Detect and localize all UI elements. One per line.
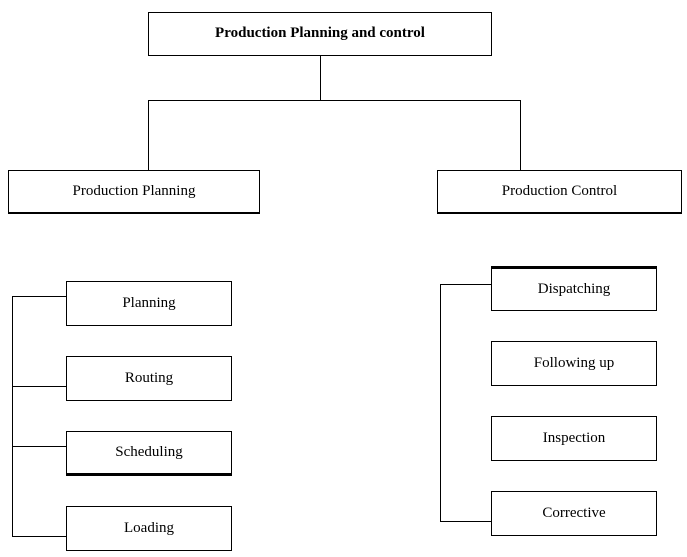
node-loading[interactable]: Loading — [66, 506, 232, 551]
connector-left-to-loading — [12, 536, 67, 537]
node-label: Inspection — [542, 429, 606, 446]
node-production-control[interactable]: Production Control — [437, 170, 682, 214]
node-label: Planning — [122, 294, 176, 311]
node-scheduling[interactable]: Scheduling — [66, 431, 232, 476]
connector-right-to-dispatching — [440, 284, 492, 285]
node-dispatching[interactable]: Dispatching — [491, 266, 657, 311]
connector-right-spine — [440, 284, 441, 521]
node-label: Routing — [124, 369, 174, 386]
node-label: Production Planning and control — [215, 25, 425, 42]
node-inspection[interactable]: Inspection — [491, 416, 657, 461]
node-routing[interactable]: Routing — [66, 356, 232, 401]
node-label: Production Planning — [72, 182, 196, 199]
node-following-up[interactable]: Following up — [491, 341, 657, 386]
node-corrective[interactable]: Corrective — [491, 491, 657, 536]
connector-left-to-planning — [12, 296, 67, 297]
node-production-planning[interactable]: Production Planning — [8, 170, 260, 214]
node-planning[interactable]: Planning — [66, 281, 232, 326]
connector-level2-bus — [148, 100, 521, 101]
node-label: Loading — [124, 519, 174, 536]
connector-left-to-routing — [12, 386, 67, 387]
connector-right-to-corrective — [440, 521, 492, 522]
node-label: Corrective — [542, 504, 606, 521]
node-label: Following up — [533, 354, 615, 371]
connector-left-to-scheduling — [12, 446, 67, 447]
connector-left-spine — [12, 296, 13, 536]
connector-root-stem — [320, 56, 321, 101]
connector-to-production-control — [520, 100, 521, 170]
node-label: Production Control — [501, 182, 618, 199]
connector-to-production-planning — [148, 100, 149, 170]
node-label: Dispatching — [537, 280, 611, 297]
node-production-planning-and-control[interactable]: Production Planning and control — [148, 12, 492, 56]
node-label: Scheduling — [115, 443, 183, 460]
